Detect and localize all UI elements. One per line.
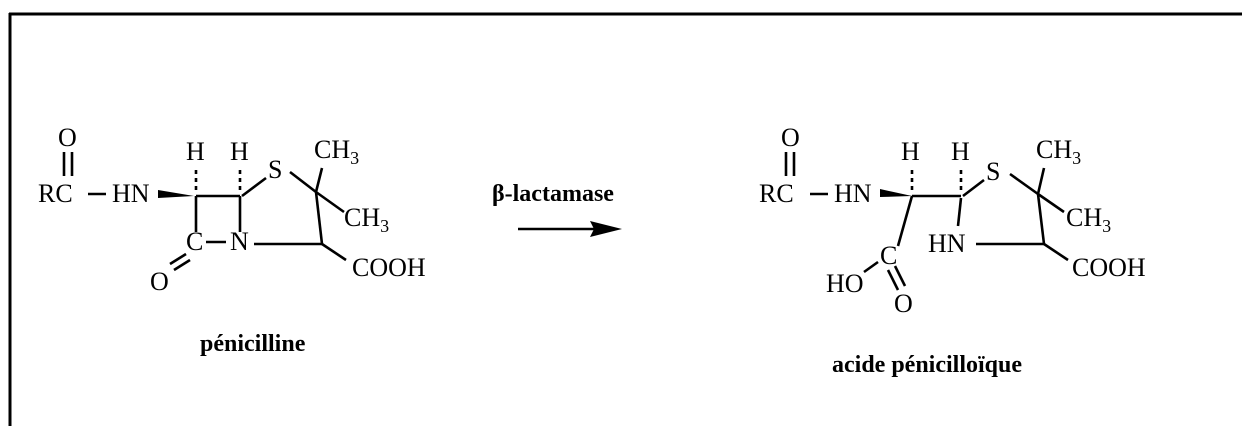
penicilloic-acid-structure: O RC HN H H C HO O S HN [759,123,1146,318]
product-hn-ring: HN [928,229,966,258]
product-s: S [986,157,1000,186]
product-h2: H [951,137,970,166]
reactant-name: pénicilline [200,331,306,357]
reactant-o-acyl: O [58,123,77,152]
product-o-acyl: O [781,123,800,152]
reactant-ch3-mid: CH3 [344,203,389,236]
reactant-n: N [230,227,249,256]
penicillin-structure: O RC HN H H C N O S [38,123,426,296]
reactant-s: S [268,155,282,184]
product-hash-bonds [910,170,963,190]
reactant-h1: H [186,137,205,166]
reactant-rc: RC [38,179,73,208]
product-o-acid: O [894,289,913,318]
product-h1: H [901,137,920,166]
reactant-h2: H [230,137,249,166]
enzyme-label: β-lactamase [492,181,614,207]
product-ch3-top: CH3 [1036,135,1081,168]
reactant-wedge-bond [158,190,194,198]
reactant-hn: HN [112,179,150,208]
product-ho: HO [826,269,864,298]
product-name: acide pénicilloïque [832,352,1022,378]
reaction-arrow: β-lactamase [492,181,622,237]
reactant-cooh: COOH [352,253,426,282]
reactant-c-lactam: C [186,227,203,256]
product-ch3-mid: CH3 [1066,203,1111,236]
product-wedge-bond [880,189,912,197]
product-c-acid: C [880,241,897,270]
product-rc: RC [759,179,794,208]
reactant-ch3-top: CH3 [314,135,359,168]
arrow-head [590,221,622,237]
frame [8,12,1242,426]
reactant-o-lactam: O [150,267,169,296]
product-cooh: COOH [1072,253,1146,282]
reactant-hash-bonds [194,170,242,190]
product-hn: HN [834,179,872,208]
